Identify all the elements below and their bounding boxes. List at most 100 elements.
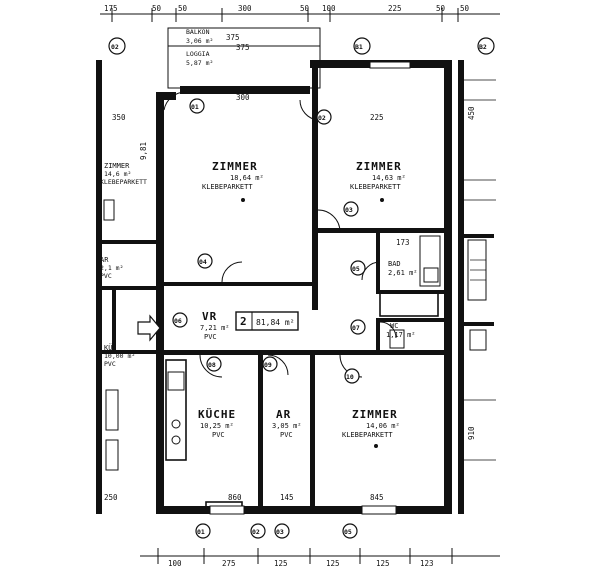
- dim-left-981: 9,81: [139, 142, 148, 160]
- vr-floor: PVC: [204, 333, 217, 341]
- neighbour-zimmer-area: 14,6 m²: [104, 170, 131, 178]
- dim-left-350: 350: [112, 113, 126, 122]
- top-dimension-line: 175 50 50 300 50 100 225 50 50: [100, 4, 500, 22]
- unit-number: 2: [240, 315, 247, 328]
- dim-inner-225: 225: [370, 113, 384, 122]
- marker-07: 07: [350, 319, 366, 335]
- dim-top-3: 50: [178, 4, 188, 13]
- svg-text:04: 04: [199, 258, 207, 266]
- svg-text:03: 03: [345, 206, 353, 214]
- ar-area: 3,05 m²: [272, 422, 302, 430]
- room-code-markers: 01 02 03 04 05 06 07 08 09 10: [172, 98, 366, 384]
- neighbour-ku-floor: PVC: [104, 360, 116, 368]
- dim-inner-300: 300: [236, 93, 250, 102]
- unit-area: 81,84 m²: [256, 318, 295, 327]
- neighbour-ar-label: AR: [100, 256, 109, 264]
- svg-text:08: 08: [208, 361, 216, 369]
- inner-walls: [164, 60, 446, 510]
- left-vertical-dims: 9,81 450 910: [139, 106, 476, 440]
- marker-05: 05: [350, 260, 366, 276]
- dim-top-6: 100: [322, 4, 336, 13]
- dim-right-910: 910: [467, 426, 476, 440]
- dim-top-8: 50: [436, 4, 446, 13]
- room-ar: AR 3,05 m² PVC: [272, 408, 302, 439]
- dim-bot-5: 125: [376, 559, 390, 568]
- marker-04: 04: [197, 253, 213, 269]
- marker-06: 06: [172, 312, 188, 328]
- zimmer2-floor: KLEBEPARKETT: [350, 183, 401, 191]
- dim-inner-860: 860: [228, 493, 242, 502]
- svg-text:B1: B1: [355, 43, 363, 51]
- dim-inner-375: 375: [226, 33, 240, 42]
- svg-text:01: 01: [191, 103, 199, 111]
- zimmer1-area: 18,64 m²: [230, 174, 264, 182]
- balkon-area: 3,06 m²: [186, 37, 213, 45]
- bottom-markers: 01 02 03 05: [195, 523, 358, 539]
- svg-text:03: 03: [276, 528, 284, 536]
- kueche-floor: PVC: [212, 431, 225, 439]
- zimmer1-label: ZIMMER: [212, 160, 258, 173]
- kueche-area: 10,25 m²: [200, 422, 234, 430]
- loggia-label: LOGGIA: [186, 50, 210, 58]
- vr-area: 7,21 m²: [200, 324, 230, 332]
- bottom-dimension-line: 100 275 125 125 125 123: [140, 548, 500, 568]
- dim-inner-145: 145: [280, 493, 294, 502]
- marker-08: 08: [206, 356, 222, 372]
- svg-text:09: 09: [264, 361, 272, 369]
- room-bad: BAD 2,61 m²: [388, 260, 418, 277]
- marker-b-03: 03: [274, 523, 290, 539]
- marker-b-05: 05: [342, 523, 358, 539]
- balkon-label: BALKON: [186, 28, 210, 36]
- dim-top-9: 50: [460, 4, 470, 13]
- wc-label: WC: [390, 322, 398, 330]
- loggia-dim: 375: [236, 43, 250, 52]
- marker-03: 03: [343, 201, 359, 217]
- marker-02: 02: [316, 109, 332, 125]
- zimmer2-label: ZIMMER: [356, 160, 402, 173]
- bad-area: 2,61 m²: [388, 269, 418, 277]
- neighbour-left: ZIMMER 14,6 m² KLEBEPARKETT AR 2,1 m² PV…: [100, 162, 158, 471]
- marker-10: 10: [344, 368, 360, 384]
- marker-b-02: 02: [250, 523, 266, 539]
- neighbour-right: [464, 234, 494, 351]
- svg-text:05: 05: [352, 265, 360, 273]
- room-zimmer-1: ZIMMER 18,64 m² KLEBEPARKETT: [202, 160, 264, 202]
- svg-text:10: 10: [346, 373, 354, 381]
- dim-inner-845: 845: [370, 493, 384, 502]
- unit-number-box: 2 81,84 m²: [235, 311, 299, 331]
- dim-bot-3: 125: [274, 559, 288, 568]
- dim-top-5: 50: [300, 4, 310, 13]
- zimmer3-floor: KLEBEPARKETT: [342, 431, 393, 439]
- inner-dimensions: 350 225 375 300 173 860 145 845 250: [104, 33, 410, 502]
- marker-01: 01: [189, 98, 205, 114]
- svg-text:07: 07: [352, 324, 360, 332]
- svg-text:06: 06: [174, 317, 182, 325]
- zimmer3-label: ZIMMER: [352, 408, 398, 421]
- wc-area: 1,17 m²: [386, 331, 416, 339]
- balcony-loggia: BALKON 3,06 m² LOGGIA 5,87 m² 375: [167, 27, 321, 94]
- vr-label: VR: [202, 310, 217, 323]
- dim-top-2: 50: [152, 4, 162, 13]
- axis-marker-top-1: 02: [108, 37, 126, 55]
- dim-left-250: 250: [104, 493, 118, 502]
- svg-text:B2: B2: [479, 43, 487, 51]
- dim-top-1: 175: [104, 4, 118, 13]
- svg-text:02: 02: [111, 43, 119, 51]
- zimmer3-area: 14,06 m²: [366, 422, 400, 430]
- zimmer2-area: 14,63 m²: [372, 174, 406, 182]
- marker-09: 09: [262, 356, 278, 372]
- room-vr: VR 7,21 m² PVC: [200, 310, 230, 341]
- marker-b-01: 01: [195, 523, 211, 539]
- dim-inner-173: 173: [396, 238, 410, 247]
- neighbour-zimmer-floor: KLEBEPARKETT: [100, 178, 147, 186]
- svg-text:01: 01: [197, 528, 205, 536]
- dim-bot-6: 123: [420, 559, 434, 568]
- kitchen-fixtures: [165, 359, 243, 509]
- shaft-hatch: [464, 79, 496, 461]
- dim-bot-2: 275: [222, 559, 236, 568]
- dim-top-4: 300: [238, 4, 252, 13]
- dim-bot-4: 125: [326, 559, 340, 568]
- dim-bot-1: 100: [168, 559, 182, 568]
- neighbour-ku-label: KÜ: [104, 343, 112, 352]
